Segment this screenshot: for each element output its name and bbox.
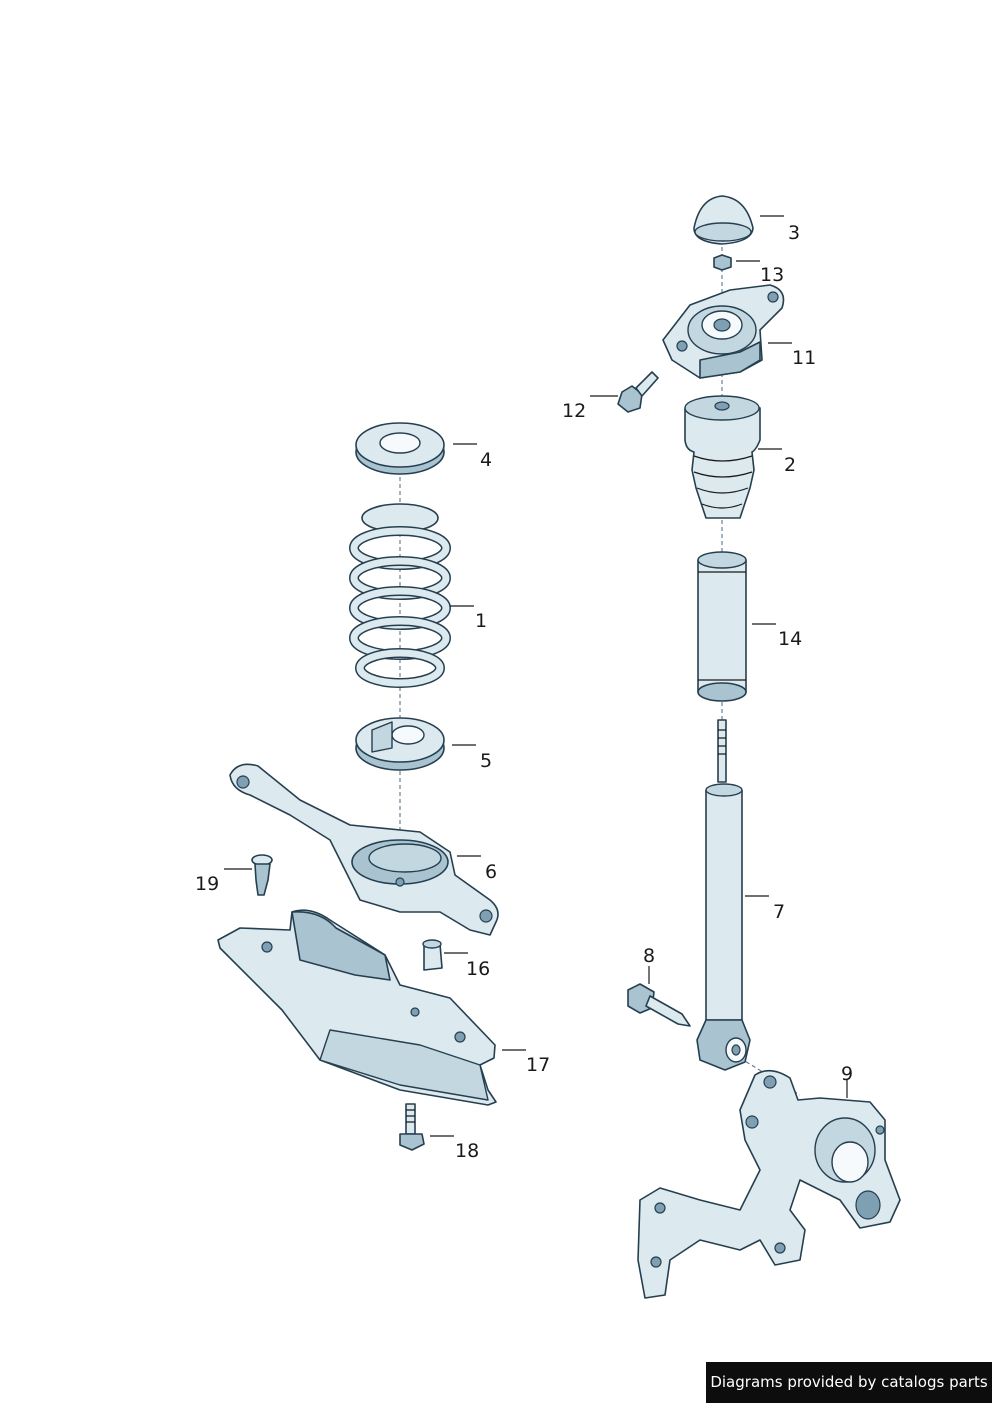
part-6-control-arm[interactable] — [229, 763, 499, 936]
part-5-spring-seat-lower[interactable] — [355, 717, 445, 771]
callout-7: 7 — [773, 901, 785, 923]
part-12-bolt[interactable] — [617, 371, 659, 413]
leader-lines — [224, 215, 848, 1137]
callout-17: 17 — [526, 1054, 550, 1076]
footer-credit: Diagrams provided by catalogs parts — [706, 1362, 992, 1403]
callout-labels: 3 13 11 12 2 14 7 8 9 4 1 5 6 19 16 17 1… — [195, 222, 853, 1162]
callout-16: 16 — [466, 958, 490, 980]
part-1-coil-spring[interactable] — [349, 503, 451, 688]
callout-8: 8 — [643, 945, 655, 967]
callout-4: 4 — [480, 449, 492, 471]
callout-18: 18 — [455, 1140, 479, 1162]
callout-5: 5 — [480, 750, 492, 772]
callout-9: 9 — [841, 1063, 853, 1085]
callout-19: 19 — [195, 873, 219, 895]
callout-14: 14 — [778, 628, 802, 650]
part-17-cover[interactable] — [217, 909, 497, 1106]
callout-12: 12 — [562, 400, 586, 422]
callout-11: 11 — [792, 347, 816, 369]
callout-1: 1 — [475, 610, 487, 632]
part-16-bushing[interactable] — [422, 939, 443, 971]
part-2-bump-stop[interactable] — [684, 395, 761, 519]
part-3-cap[interactable] — [693, 195, 754, 245]
part-19-clip[interactable] — [251, 854, 273, 896]
part-14-dust-boot[interactable] — [697, 551, 747, 702]
part-4-spring-seat-upper[interactable] — [355, 422, 445, 475]
callout-3: 3 — [788, 222, 800, 244]
part-18-bolt[interactable] — [399, 1103, 425, 1151]
callout-2: 2 — [784, 454, 796, 476]
part-9-wheel-carrier[interactable] — [637, 1069, 901, 1299]
part-11-strut-mount[interactable] — [662, 284, 785, 379]
callout-13: 13 — [760, 264, 784, 286]
part-7-shock-absorber[interactable] — [696, 719, 751, 1071]
part-8-bolt[interactable] — [627, 983, 691, 1027]
callout-6: 6 — [485, 861, 497, 883]
part-13-nut[interactable] — [713, 254, 732, 271]
